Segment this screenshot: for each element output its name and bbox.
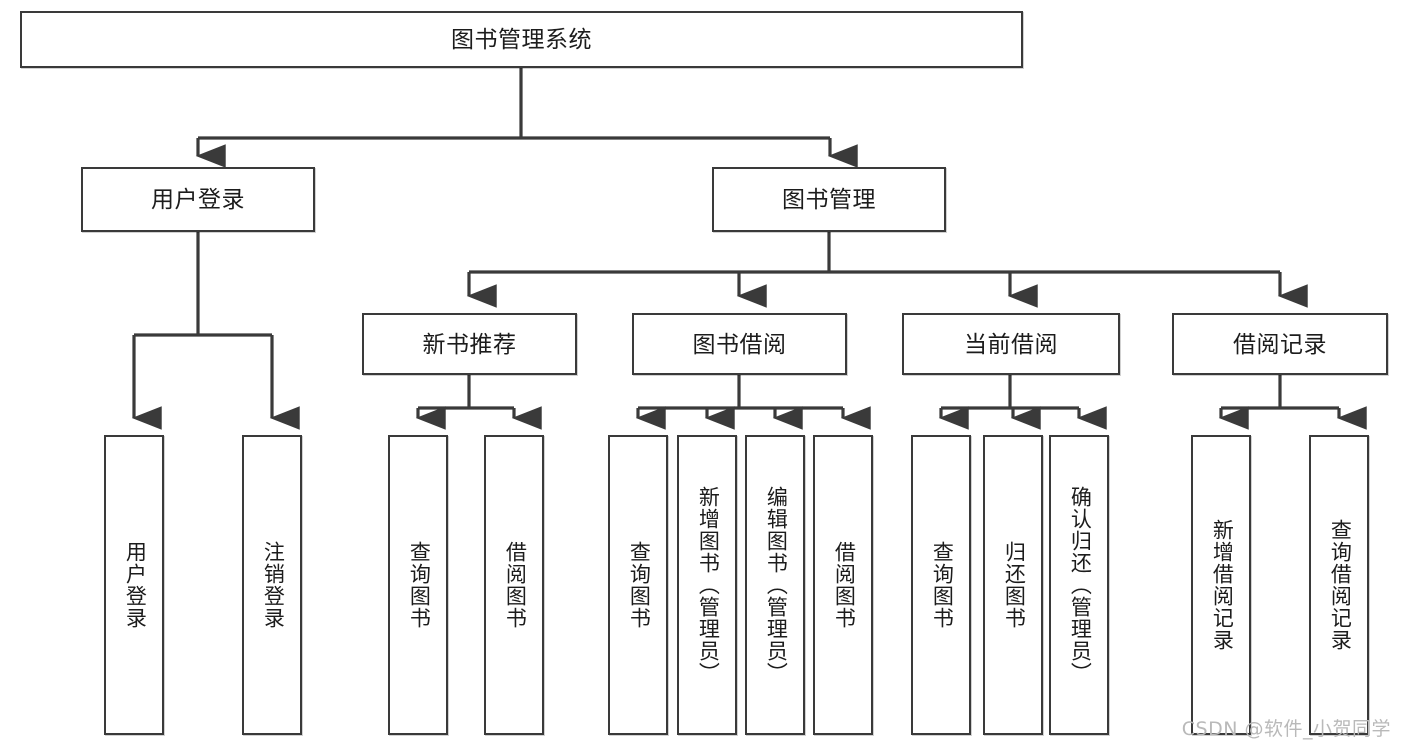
node-current-borrow-label: 当前借阅 [964, 330, 1058, 357]
node-leaf-query-record-label: 查询借阅记录 [1328, 519, 1352, 651]
node-leaf-logout[interactable]: 注销登录 [242, 435, 302, 735]
node-leaf-borrow-book-1-label: 借阅图书 [503, 541, 527, 629]
node-book-manage[interactable]: 图书管理 [712, 167, 946, 232]
node-leaf-query-book-3-label: 查询图书 [930, 541, 954, 629]
node-user-login[interactable]: 用户登录 [81, 167, 315, 232]
node-leaf-return-book[interactable]: 归还图书 [983, 435, 1043, 735]
node-book-borrow-label: 图书借阅 [692, 330, 787, 357]
node-leaf-confirm-return[interactable]: 确认归还（管理员） [1049, 435, 1109, 735]
node-leaf-query-book-1-label: 查询图书 [407, 541, 431, 629]
node-leaf-add-record[interactable]: 新增借阅记录 [1191, 435, 1251, 735]
node-root[interactable]: 图书管理系统 [20, 11, 1023, 68]
node-leaf-edit-book[interactable]: 编辑图书（管理员） [745, 435, 805, 735]
node-leaf-user-login[interactable]: 用户登录 [104, 435, 164, 735]
node-leaf-return-book-label: 归还图书 [1002, 541, 1026, 629]
node-leaf-confirm-return-label: 确认归还（管理员） [1068, 486, 1092, 684]
node-leaf-borrow-book-2-label: 借阅图书 [832, 541, 856, 629]
node-leaf-borrow-book-2[interactable]: 借阅图书 [813, 435, 873, 735]
node-leaf-edit-book-label: 编辑图书（管理员） [764, 486, 788, 684]
node-user-login-label: 用户登录 [151, 186, 245, 213]
node-leaf-query-book-1[interactable]: 查询图书 [388, 435, 448, 735]
node-leaf-add-record-label: 新增借阅记录 [1210, 519, 1234, 651]
node-book-manage-label: 图书管理 [782, 186, 876, 213]
node-leaf-user-login-label: 用户登录 [123, 541, 147, 629]
node-root-label: 图书管理系统 [451, 26, 592, 53]
node-leaf-query-record[interactable]: 查询借阅记录 [1309, 435, 1369, 735]
node-leaf-logout-label: 注销登录 [261, 541, 285, 629]
node-leaf-query-book-2-label: 查询图书 [627, 541, 651, 629]
watermark-text: CSDN @软件_小贺同学 [1181, 718, 1391, 740]
node-new-book-recommend-label: 新书推荐 [422, 330, 517, 357]
node-book-borrow[interactable]: 图书借阅 [632, 313, 847, 375]
node-borrow-record[interactable]: 借阅记录 [1172, 313, 1388, 375]
node-new-book-recommend[interactable]: 新书推荐 [362, 313, 577, 375]
node-leaf-add-book-label: 新增图书（管理员） [696, 486, 720, 684]
node-borrow-record-label: 借阅记录 [1233, 330, 1327, 357]
node-leaf-query-book-3[interactable]: 查询图书 [911, 435, 971, 735]
node-leaf-borrow-book-1[interactable]: 借阅图书 [484, 435, 544, 735]
node-leaf-query-book-2[interactable]: 查询图书 [608, 435, 668, 735]
node-current-borrow[interactable]: 当前借阅 [902, 313, 1120, 375]
node-leaf-add-book[interactable]: 新增图书（管理员） [677, 435, 737, 735]
